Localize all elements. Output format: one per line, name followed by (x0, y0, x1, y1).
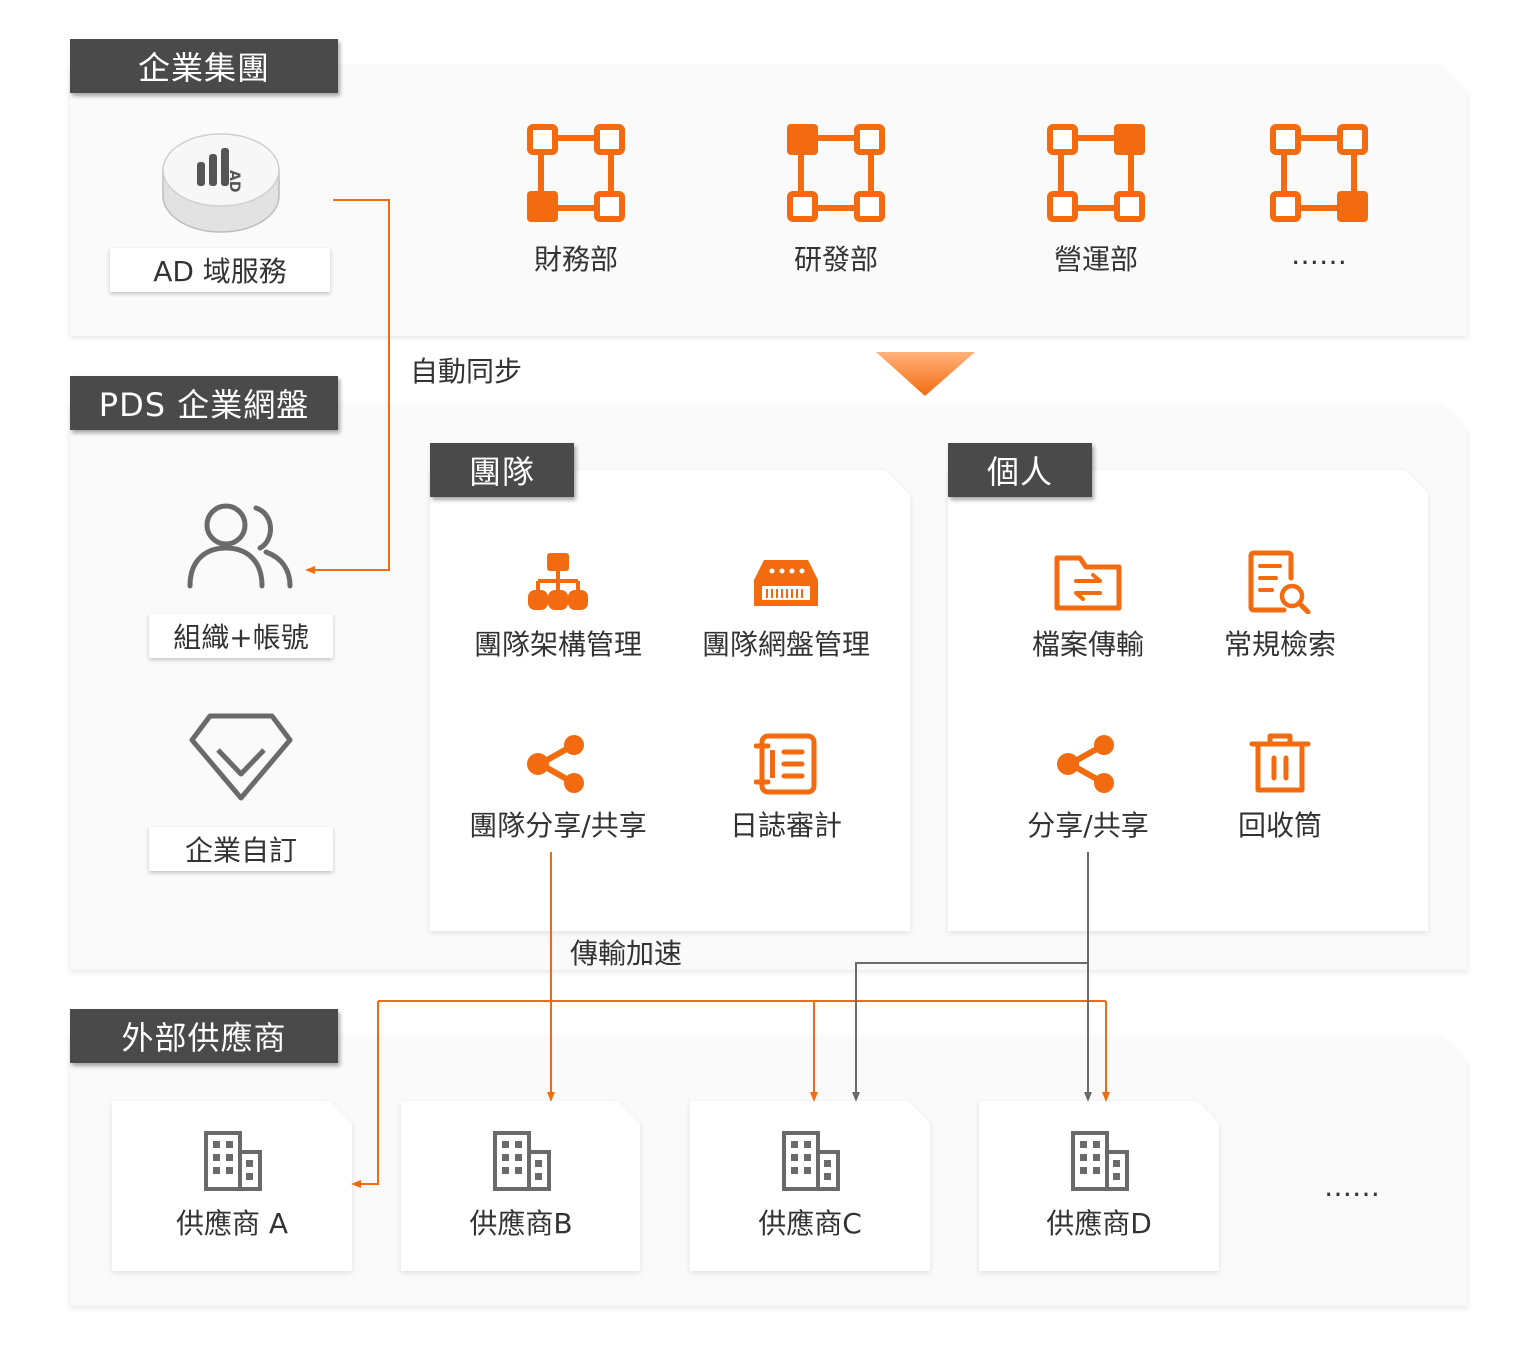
custom-label: 企業自訂 (149, 827, 333, 871)
personal-item-label-transfer: 檔案傳輸 (1031, 628, 1144, 661)
diamond-icon (189, 713, 293, 801)
supplier-label-b: 供應商B (469, 1207, 573, 1240)
enterprise-title: 企業集團 (70, 39, 338, 93)
dept-finance-icon (527, 124, 625, 222)
dept-label-ops: 營運部 (1053, 243, 1138, 276)
svg-text:AD: AD (226, 170, 242, 192)
ad-service-label: AD 域服務 (110, 248, 330, 292)
team-item-label-share: 團隊分享/共享 (469, 809, 647, 842)
personal-item-label-share: 分享/共享 (1027, 809, 1149, 842)
folder-transfer-icon (1054, 555, 1122, 611)
team-panel (430, 470, 910, 931)
dept-ops-icon (1047, 124, 1145, 222)
personal-title: 個人 (948, 443, 1092, 497)
supplier-card-c (690, 1101, 930, 1271)
dept-label-rd: 研發部 (793, 243, 878, 276)
sync-connector (305, 199, 390, 574)
search-doc-icon (1248, 550, 1311, 614)
supplier-label-c: 供應商C (758, 1207, 862, 1240)
sync-label: 自動同步 (410, 355, 523, 388)
building-icon-a (204, 1131, 262, 1191)
personal-panel (948, 470, 1428, 931)
personal-item-label-trash: 回收筒 (1237, 809, 1322, 842)
to-supplier-a (351, 1001, 379, 1188)
building-icon-c (782, 1131, 840, 1191)
supplier-label-d: 供應商D (1046, 1207, 1152, 1240)
personal-share-icon (1057, 735, 1114, 793)
team-item-label-log: 日誌審計 (729, 809, 842, 842)
log-icon (754, 733, 817, 795)
org-account-label: 組織+帳號 (149, 614, 333, 658)
supplier-more: …… (1324, 1170, 1380, 1203)
dept-rd-icon (787, 124, 885, 222)
team-share-icon (527, 735, 584, 793)
team-item-label-storage: 團隊網盤管理 (701, 628, 870, 661)
building-icon-d (1071, 1131, 1129, 1191)
ad-server-icon: AD (162, 133, 280, 233)
users-icon (187, 503, 293, 589)
trash-icon (1249, 733, 1311, 793)
personal-to-c (852, 962, 1088, 1102)
dept-label-more: …… (1291, 238, 1347, 271)
supplier-card-b (401, 1101, 640, 1271)
personal-item-label-search: 常規檢索 (1223, 628, 1336, 661)
dept-label-finance: 財務部 (533, 243, 618, 276)
org-chart-icon (528, 553, 588, 610)
supplier-card-d (979, 1101, 1219, 1271)
accel-label: 傳輸加速 (570, 937, 683, 970)
supplier-label-a: 供應商 A (175, 1207, 289, 1240)
supplier-card-a (112, 1101, 352, 1271)
team-title: 團隊 (430, 443, 574, 497)
pds-title: PDS 企業網盤 (70, 376, 338, 430)
storage-icon (754, 560, 818, 606)
suppliers-title: 外部供應商 (70, 1009, 338, 1063)
building-icon-b (493, 1131, 551, 1191)
sync-down-triangle (876, 352, 975, 396)
dept-more-icon (1270, 124, 1368, 222)
team-item-label-structure: 團隊架構管理 (473, 628, 642, 661)
